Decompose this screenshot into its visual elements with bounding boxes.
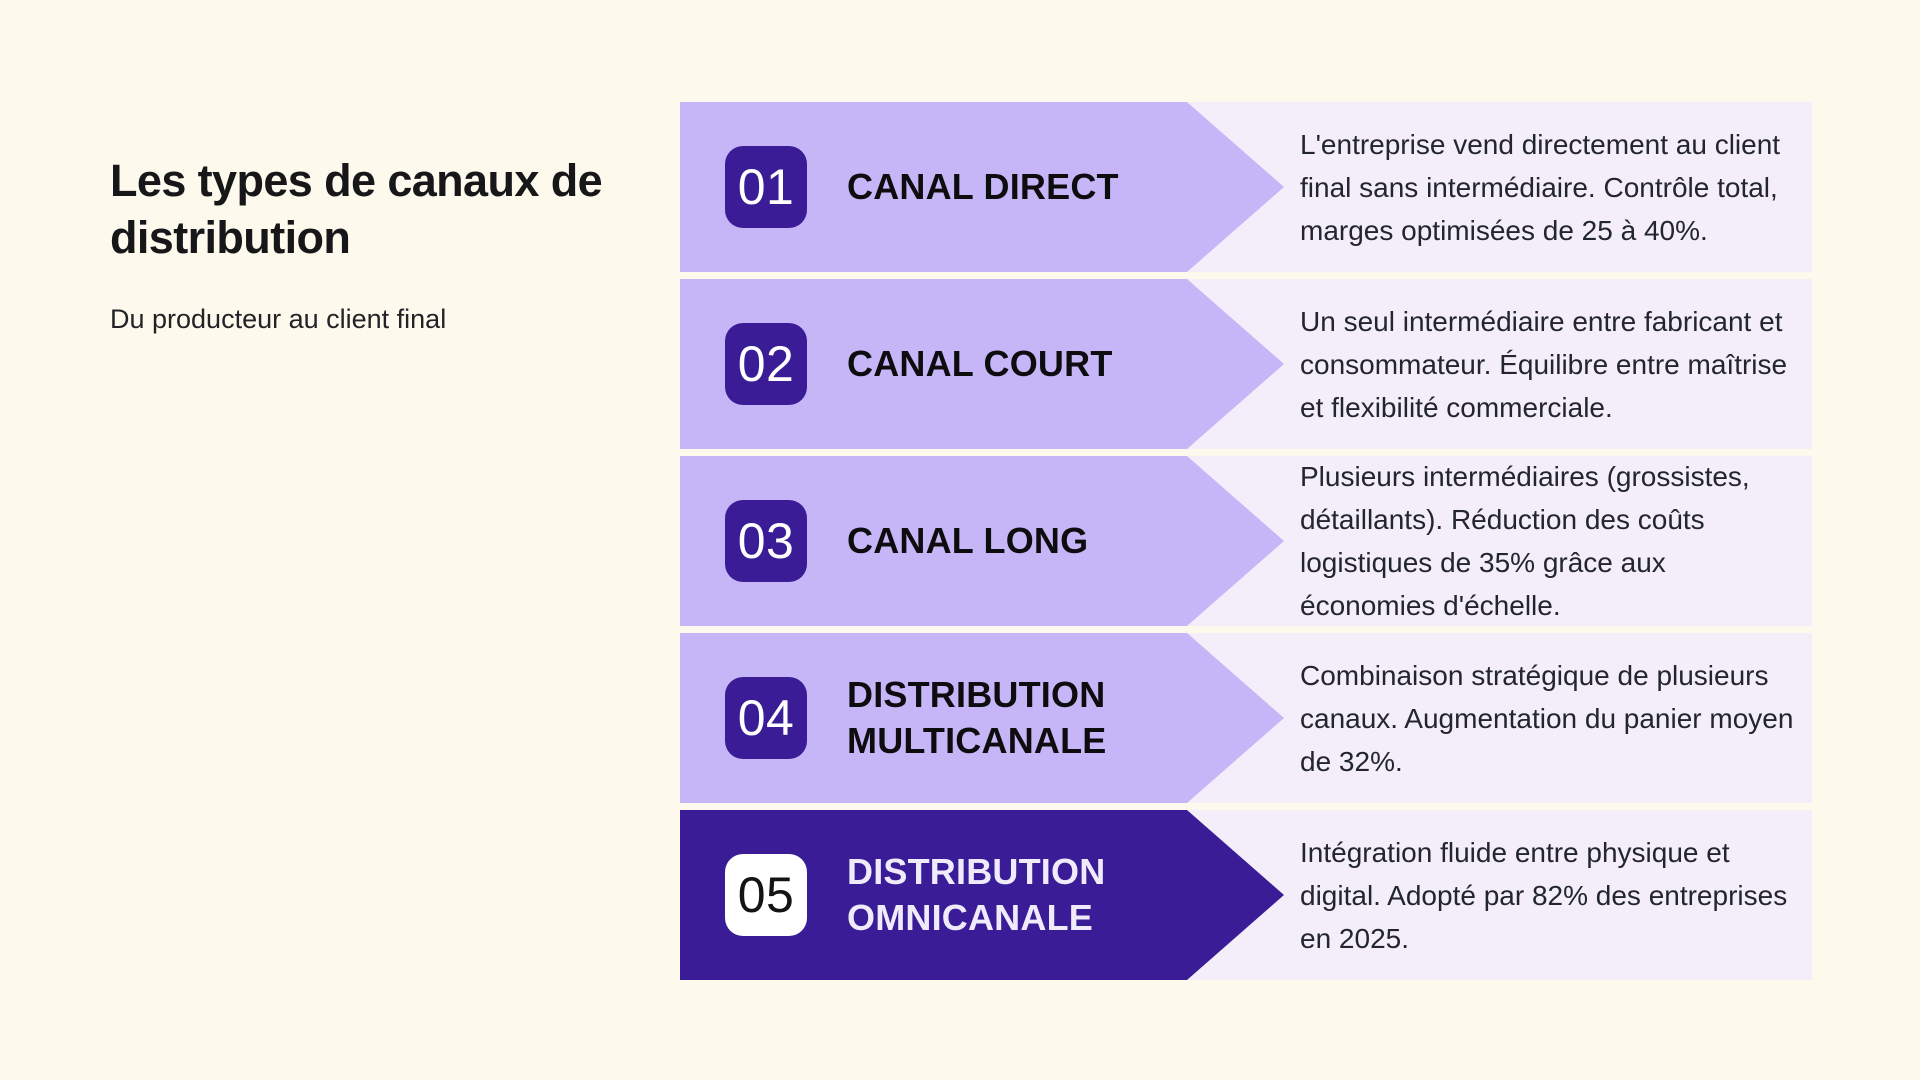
page-subtitle: Du producteur au client final <box>110 304 447 334</box>
channel-description: Un seul intermédiaire entre fabricant et… <box>1300 305 1788 423</box>
channel-arrow-shape: 01 CANAL DIRECT <box>680 102 1284 272</box>
channel-number: 03 <box>737 513 795 569</box>
channel-number: 05 <box>737 867 795 923</box>
channel-row-canal-court: Un seul intermédiaire entre fabricant et… <box>680 279 1812 449</box>
channel-title: CANAL LONG <box>847 520 1089 561</box>
channel-number: 02 <box>737 336 795 392</box>
channel-number-badge: 01 <box>725 146 807 228</box>
channel-row-canal-direct: L'entreprise vend directement au client … <box>680 102 1812 272</box>
channel-arrow-shape: 02 CANAL COURT <box>680 279 1284 449</box>
channel-number-badge: 05 <box>725 854 807 936</box>
channel-title: DISTRIBUTION OMNICANALE <box>847 851 1106 938</box>
channel-arrow-shape: 05 DISTRIBUTION OMNICANALE <box>680 810 1284 980</box>
channel-title: CANAL COURT <box>847 343 1113 384</box>
channel-row-distribution-omnicanale: Intégration fluide entre physique et dig… <box>680 810 1812 980</box>
channel-title: DISTRIBUTION MULTICANALE <box>847 674 1107 761</box>
channel-description: Plusieurs intermédiaires (grossistes, dé… <box>1300 461 1750 621</box>
channel-row-canal-long: Plusieurs intermédiaires (grossistes, dé… <box>680 456 1812 626</box>
channel-title: CANAL DIRECT <box>847 166 1119 207</box>
channel-number-badge: 02 <box>725 323 807 405</box>
channel-arrow-shape: 04 DISTRIBUTION MULTICANALE <box>680 633 1284 803</box>
channel-number-badge: 04 <box>725 677 807 759</box>
channel-row-distribution-multicanale: Combinaison stratégique de plusieurs can… <box>680 633 1812 803</box>
channel-description-panel: L'entreprise vend directement au client … <box>1187 102 1812 272</box>
channel-description-panel: Intégration fluide entre physique et dig… <box>1187 810 1812 980</box>
channel-arrow-shape: 03 CANAL LONG <box>680 456 1284 626</box>
channel-list: L'entreprise vend directement au client … <box>680 102 1812 980</box>
channel-description-panel: Un seul intermédiaire entre fabricant et… <box>1187 279 1812 449</box>
channel-description: Intégration fluide entre physique et dig… <box>1300 836 1788 954</box>
channel-description-panel: Combinaison stratégique de plusieurs can… <box>1187 633 1812 803</box>
channel-description-panel: Plusieurs intermédiaires (grossistes, dé… <box>1187 456 1812 626</box>
channel-number: 04 <box>737 690 795 746</box>
channel-description: Combinaison stratégique de plusieurs can… <box>1300 659 1794 777</box>
header-block: Les types de canaux de distribution Du p… <box>110 152 670 336</box>
channel-description: L'entreprise vend directement au client … <box>1300 128 1781 246</box>
channel-number: 01 <box>737 159 795 215</box>
page-title: Les types de canaux de distribution <box>110 155 603 263</box>
channel-number-badge: 03 <box>725 500 807 582</box>
